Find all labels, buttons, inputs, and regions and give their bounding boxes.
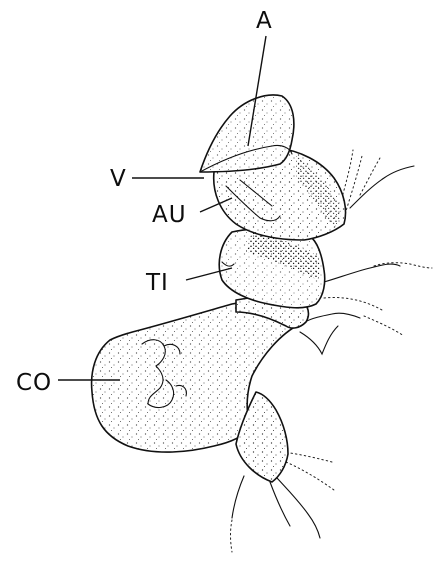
- label-au: AU: [152, 202, 187, 228]
- label-v: V: [110, 166, 127, 192]
- a-cap-outline: [200, 95, 294, 172]
- label-co: CO: [16, 370, 52, 396]
- label-a: A: [256, 8, 273, 34]
- ti-segment-outline: [219, 229, 324, 308]
- label-ti: TI: [145, 270, 169, 296]
